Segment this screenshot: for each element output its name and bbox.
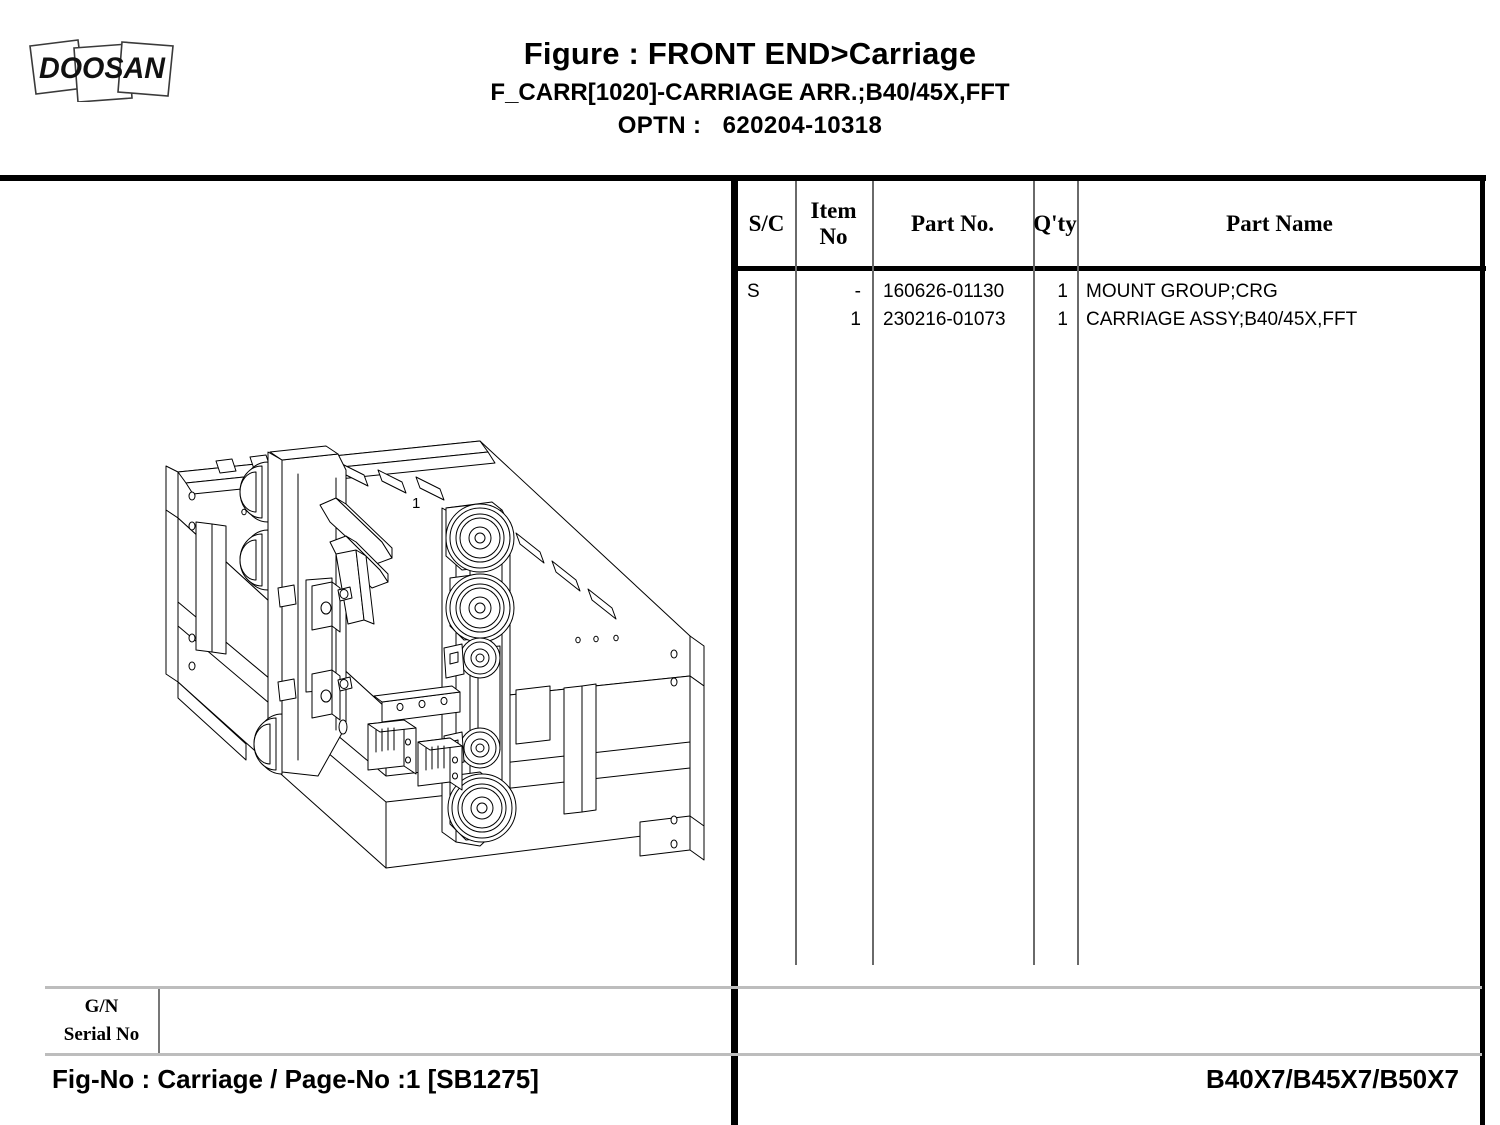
column-header-item-no-line1: Item: [810, 197, 857, 223]
doosan-logo: DOOSAN: [18, 30, 188, 103]
serial-block-bottom-rule: [45, 1053, 1482, 1056]
serial-no-label-cell: G/N Serial No: [45, 989, 160, 1053]
fig-no-label: Fig-No : Carriage / Page-No :1 [SB1275]: [52, 1064, 539, 1094]
assembly-title: F_CARR[1020]-CARRIAGE ARR.;B40/45X,FFT: [490, 78, 1010, 106]
title-block: Figure : FRONT END>Carriage F_CARR[1020]…: [220, 36, 1280, 138]
gn-label: G/N: [84, 996, 119, 1018]
callout-label-1: 1: [412, 495, 421, 512]
column-header-item-no: Item No: [795, 181, 872, 266]
header-divider-rule: [0, 175, 1486, 181]
center-divider-rule: [731, 178, 738, 1125]
serial-no-label: Serial No: [63, 1024, 140, 1045]
cell-qty: 1: [1057, 281, 1068, 302]
column-header-item-no-line2: No: [819, 223, 848, 249]
serial-block-top-rule: [45, 986, 1482, 989]
logo-wordmark: DOOSAN: [39, 52, 166, 85]
column-header-part-no: Part No.: [910, 210, 995, 236]
cell-item-no: -: [854, 281, 861, 302]
column-header-part-name: Part Name: [1226, 210, 1333, 236]
column-header-qty: Q'ty: [1033, 210, 1077, 236]
optn-line: OPTN : 620204-10318: [220, 113, 1280, 138]
page-title: Figure : FRONT END>Carriage: [523, 36, 977, 71]
parts-table: S/C Item No Part No. Q'ty Part Name S - …: [738, 181, 1482, 986]
carriage-assembly-drawing: [150, 430, 720, 880]
optn-value: 620204-10318: [722, 111, 883, 139]
optn-label: OPTN :: [617, 111, 702, 139]
column-divider-itemno: [872, 181, 874, 965]
column-header-sc: S/C: [748, 210, 785, 236]
cell-part-no: 230216-01073: [883, 309, 1006, 330]
model-label: B40X7/B45X7/B50X7: [1206, 1064, 1459, 1094]
cell-sc: S: [747, 281, 760, 302]
cell-part-name: CARRIAGE ASSY;B40/45X,FFT: [1086, 309, 1358, 330]
cell-part-no: 160626-01130: [883, 281, 1005, 302]
column-divider-sc: [795, 181, 797, 965]
column-divider-partno: [1033, 181, 1035, 965]
right-border-rule: [1480, 175, 1485, 1125]
column-divider-qty: [1077, 181, 1079, 965]
cell-part-name: MOUNT GROUP;CRG: [1086, 281, 1278, 302]
cell-item-no: 1: [850, 309, 861, 330]
cell-qty: 1: [1057, 309, 1068, 330]
table-header-rule: [738, 266, 1486, 271]
